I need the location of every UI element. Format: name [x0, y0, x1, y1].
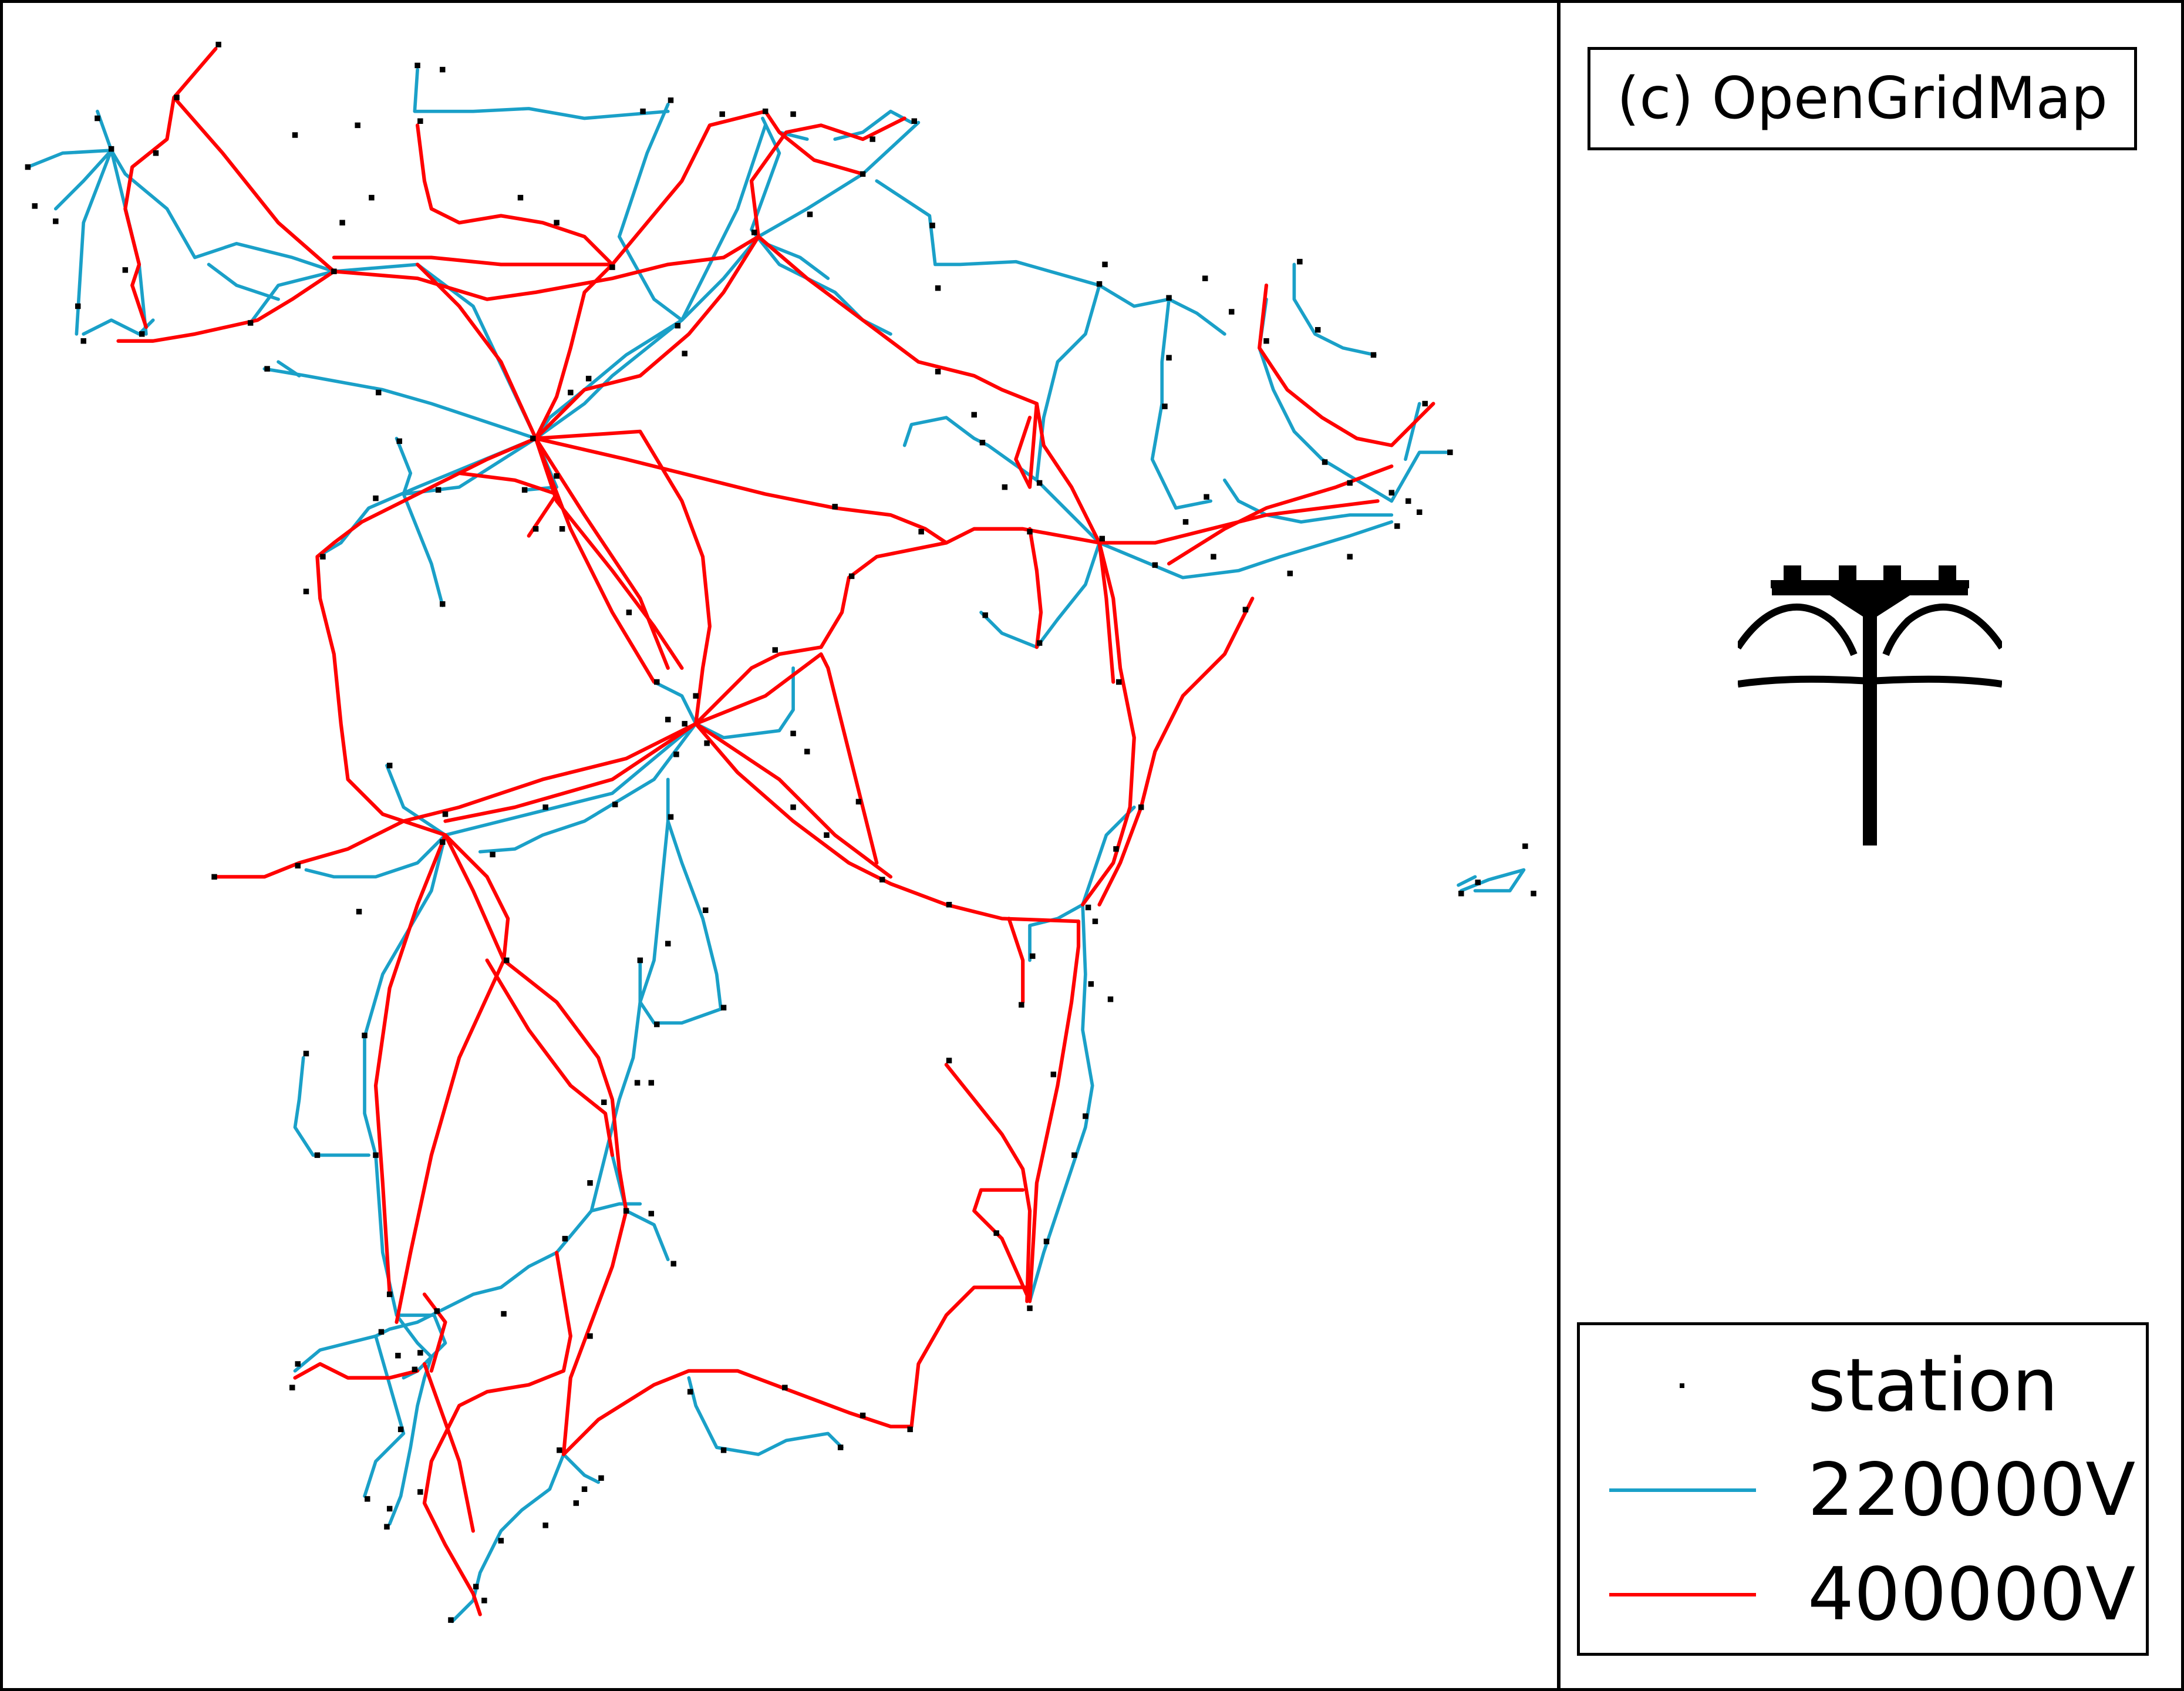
- credit-box: (c) OpenGridMap: [1588, 47, 2137, 150]
- line-220kv: [902, 284, 1394, 649]
- legend-label: 220000V: [1808, 1448, 2136, 1532]
- line-220kv: [413, 68, 892, 336]
- line-220kv: [534, 120, 1226, 440]
- line-400kv: [534, 109, 1101, 545]
- line-400kv: [694, 541, 1081, 924]
- power-pylon-icon: [1738, 565, 2002, 846]
- line-220kv: [293, 1056, 844, 1623]
- line-220kv: [262, 318, 684, 607]
- line-400kv: [561, 917, 1081, 1457]
- line-220kv: [1150, 262, 1449, 524]
- grid-map: [25, 42, 1536, 1623]
- line-220kv: [1028, 805, 1526, 1303]
- station-marker-icon: [1680, 1383, 1684, 1388]
- credit-text: (c) OpenGridMap: [1617, 65, 2108, 132]
- line-400kv-swatch: [1609, 1593, 1756, 1596]
- line-400kv: [315, 262, 712, 837]
- line-220kv: [26, 109, 538, 440]
- line-400kv: [422, 402, 1043, 1533]
- line-220kv: [293, 1153, 558, 1526]
- line-400kv: [332, 109, 767, 440]
- line-400kv: [214, 541, 1136, 907]
- legend: station 220000V 400000V: [1577, 1322, 2149, 1656]
- line-400kv: [1097, 283, 1435, 907]
- legend-label: 400000V: [1808, 1552, 2136, 1637]
- line-220kv: [304, 666, 795, 1157]
- legend-label: station: [1808, 1343, 2058, 1428]
- line-220kv: [478, 722, 723, 1255]
- line-220kv-swatch: [1609, 1488, 1756, 1492]
- lines-400kv: [116, 46, 1435, 1616]
- line-220kv: [82, 109, 914, 378]
- line-400kv: [293, 958, 615, 1616]
- line-400kv: [116, 46, 336, 343]
- line-400kv: [534, 436, 1101, 684]
- line-400kv: [373, 833, 628, 1457]
- legend-item-station: station: [1580, 1336, 2146, 1436]
- lines-220kv: [26, 68, 1526, 1623]
- legend-item-220kv: 220000V: [1580, 1440, 2146, 1540]
- panel-divider: [1557, 0, 1561, 1691]
- legend-item-400kv: 400000V: [1580, 1545, 2146, 1645]
